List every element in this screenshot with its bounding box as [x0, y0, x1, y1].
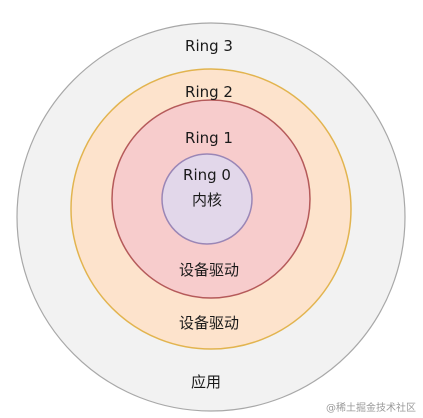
- ring-0-kernel-text: 内核: [192, 191, 222, 209]
- ring-3-label: Ring 3: [185, 37, 233, 55]
- ring-1-label: Ring 1: [185, 129, 233, 147]
- ring-0-label: Ring 0: [183, 166, 231, 184]
- ring-2-driver-text: 设备驱动: [179, 314, 239, 332]
- ring-1-driver-text: 设备驱动: [179, 261, 239, 279]
- watermark: @稀土掘金技术社区: [326, 401, 416, 414]
- ring-2-label: Ring 2: [185, 83, 233, 101]
- ring-3-app-text: 应用: [191, 373, 221, 391]
- ring-0-circle: [161, 153, 253, 245]
